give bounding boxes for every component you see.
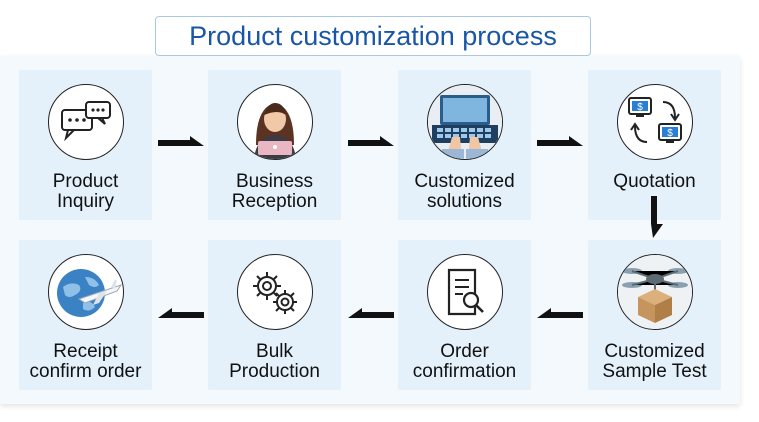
step-label: Order confirmation	[412, 341, 517, 382]
globe-airplane-icon	[47, 254, 124, 330]
step-label: Bulk Production	[229, 341, 320, 382]
svg-text:$: $	[667, 128, 673, 139]
document-search-icon	[426, 254, 503, 330]
dollar-monitors-icon: $ $	[616, 84, 693, 160]
arrow-down-icon	[651, 196, 663, 238]
step-label: Customized solutions	[414, 171, 515, 212]
step-bulk-production: Bulk Production	[208, 240, 341, 390]
step-label: Quotation	[613, 171, 696, 192]
receptionist-icon	[236, 84, 313, 160]
gears-icon	[236, 254, 313, 330]
arrow-left-icon	[537, 308, 583, 318]
step-label: Receipt confirm order	[29, 341, 142, 382]
arrow-right-icon	[348, 136, 394, 146]
arrow-right-icon	[158, 136, 204, 146]
arrow-right-icon	[537, 136, 583, 146]
arrow-left-icon	[348, 308, 394, 318]
step-customized-sample-test: Customized Sample Test	[588, 240, 721, 390]
step-label: Customized Sample Test	[602, 341, 707, 382]
chat-bubbles-icon	[47, 84, 124, 160]
step-label: Business Reception	[231, 171, 318, 212]
step-customized-solutions: Customized solutions	[398, 70, 531, 220]
page-title: Product customization process	[155, 16, 591, 56]
step-label: Product Inquiry	[52, 171, 119, 212]
step-order-confirmation: Order confirmation	[398, 240, 531, 390]
drone-package-icon	[616, 254, 693, 330]
svg-text:$: $	[637, 102, 643, 113]
step-product-inquiry: Product Inquiry	[19, 70, 152, 220]
laptop-typing-icon	[426, 84, 503, 160]
step-quotation: $ $ Quotation	[588, 70, 721, 220]
step-business-reception: Business Reception	[208, 70, 341, 220]
step-receipt-confirm-order: Receipt confirm order	[19, 240, 152, 390]
arrow-left-icon	[158, 308, 204, 318]
